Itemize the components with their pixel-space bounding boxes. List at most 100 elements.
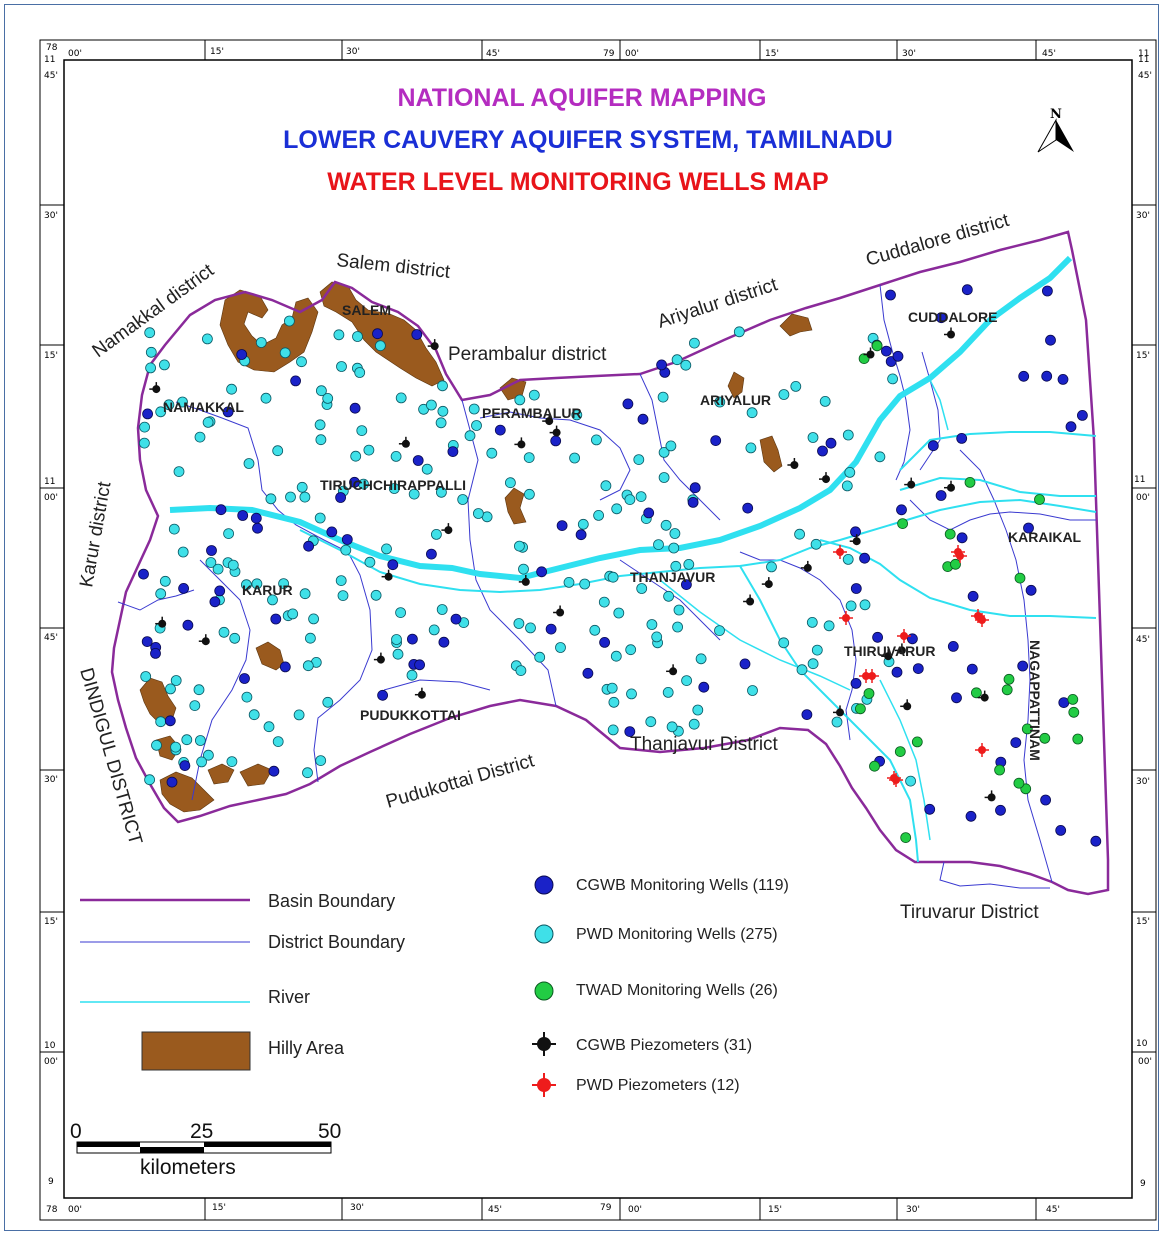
pwd-well-icon: [165, 683, 176, 695]
pwd-well-icon: [163, 399, 175, 411]
cgwb-well-icon: [1010, 737, 1022, 748]
pwd-well-icon: [145, 362, 157, 374]
pwd-well-icon: [229, 632, 241, 644]
pwd-well-icon: [170, 741, 182, 753]
grid-right-label: 15': [1136, 351, 1150, 361]
pwd-well-icon: [201, 333, 213, 345]
pwd-well-icon: [350, 450, 362, 462]
pwd-well-icon: [177, 396, 188, 408]
cgwb-well-icon: [885, 289, 896, 301]
pwd-well-icon: [202, 749, 214, 761]
pwd-well-icon: [518, 563, 529, 575]
pwd-well-icon: [680, 359, 692, 371]
cgwb-well-icon: [215, 504, 227, 516]
pwd-well-icon: [563, 577, 575, 588]
pwd-well-icon: [778, 389, 790, 400]
basin-boundary: [110, 230, 1110, 896]
cgwb-piezometer-icon: [833, 705, 844, 717]
river-branch: [819, 539, 1097, 619]
cgwb-well-icon: [698, 681, 710, 693]
pwd-well-icon: [636, 583, 648, 594]
scale-bar-segment: [140, 1147, 204, 1153]
pwd-well-icon: [283, 315, 295, 327]
pwd-well-icon: [608, 696, 620, 708]
grid-right-label: 9: [1140, 1179, 1146, 1189]
pwd-well-icon: [278, 578, 290, 589]
pwd-well-icon: [778, 637, 790, 649]
pwd-well-icon: [905, 775, 916, 787]
pwd-well-icon: [591, 434, 602, 446]
pwd-well-icon: [272, 445, 284, 457]
cgwb-well-icon: [1018, 370, 1030, 382]
cgwb-well-icon: [326, 526, 338, 538]
cgwb-well-icon: [450, 613, 462, 625]
town-label-namakkal: NAMAKKAL: [163, 399, 244, 415]
scale-bar-segment: [204, 1142, 331, 1147]
pwd-well-icon: [388, 483, 400, 494]
grid-bottom-ticks: [204, 1198, 1037, 1220]
cgwb-well-icon: [406, 633, 418, 645]
pwd-well-icon: [302, 767, 313, 779]
pwd-piezometer-icon: [839, 611, 853, 625]
twad-well-icon: [900, 832, 912, 843]
pwd-piezometer-icon: [897, 629, 911, 643]
pwd-well-icon: [144, 774, 156, 786]
cgwb-well-icon: [222, 406, 234, 418]
twad-well-icon: [1068, 706, 1080, 718]
river-cauvery: [169, 255, 1073, 582]
cgwb-well-icon: [335, 492, 347, 503]
grid-right-label: 45': [1136, 635, 1150, 645]
pwd-well-icon: [794, 528, 805, 540]
district-boundary: [461, 399, 557, 707]
cgwb-well-icon: [550, 435, 562, 447]
cgwb-well-icon: [414, 659, 426, 671]
cgwb-piezometer-icon: [787, 458, 799, 469]
pwd-well-icon: [514, 540, 525, 552]
cgwb-well-icon: [438, 636, 450, 648]
legend-cgwb-piezometer-icon: [532, 1032, 556, 1056]
twad-well-icon: [863, 688, 875, 699]
pwd-well-icon: [859, 599, 871, 611]
twad-well-icon: [1001, 684, 1013, 696]
cgwb-well-icon: [138, 568, 149, 580]
cgwb-well-icon: [637, 413, 649, 425]
cgwb-well-icon: [303, 540, 315, 552]
pwd-well-icon: [279, 347, 291, 359]
pwd-well-icon: [196, 756, 208, 768]
pwd-well-icon: [874, 451, 886, 463]
pwd-well-icon: [625, 644, 637, 656]
pwd-well-icon: [807, 432, 819, 443]
pwd-well-icon: [436, 604, 448, 615]
pwd-well-icon: [626, 688, 637, 700]
pwd-well-icon: [613, 607, 625, 619]
pwd-well-icon: [173, 466, 185, 478]
map-theme-title: WATER LEVEL MONITORING WELLS MAP: [327, 168, 828, 196]
pwd-well-icon: [226, 383, 238, 395]
pwd-well-icon: [336, 361, 347, 372]
hilly-area: [139, 677, 177, 725]
legend-hilly-label: Hilly Area: [268, 1038, 345, 1058]
twad-well-icon: [1021, 723, 1033, 735]
grid-right-label: 10: [1136, 1039, 1148, 1049]
grid-right-label: 30': [1136, 211, 1150, 221]
cgwb-well-icon: [150, 648, 161, 659]
grid-right-labels: 11 45' 30' 15' 11 00' 45' 30' 15' 10 00'…: [1134, 55, 1152, 1189]
cgwb-well-icon: [179, 760, 191, 771]
pwd-well-icon: [335, 575, 347, 586]
cgwb-well-icon: [1023, 522, 1034, 534]
cgwb-well-icon: [1041, 370, 1053, 382]
pwd-well-icon: [194, 431, 206, 443]
river-coleroon: [299, 529, 861, 594]
grid-left-label: 9: [48, 1177, 54, 1187]
grid-bottom-labels: 78 00' 15' 30' 45' 79 00' 15' 30' 45': [46, 1203, 1060, 1215]
town-label-ariyalur: ARIYALUR: [700, 392, 771, 408]
pwd-well-icon: [395, 607, 407, 618]
pwd-well-icon: [340, 544, 352, 556]
cgwb-well-icon: [290, 375, 302, 387]
cgwb-well-icon: [425, 548, 437, 560]
pwd-well-icon: [635, 491, 647, 503]
scale-label-25: 25: [190, 1120, 213, 1143]
pwd-well-icon: [569, 452, 580, 464]
pwd-well-icon: [145, 346, 157, 358]
twad-well-icon: [964, 476, 976, 488]
